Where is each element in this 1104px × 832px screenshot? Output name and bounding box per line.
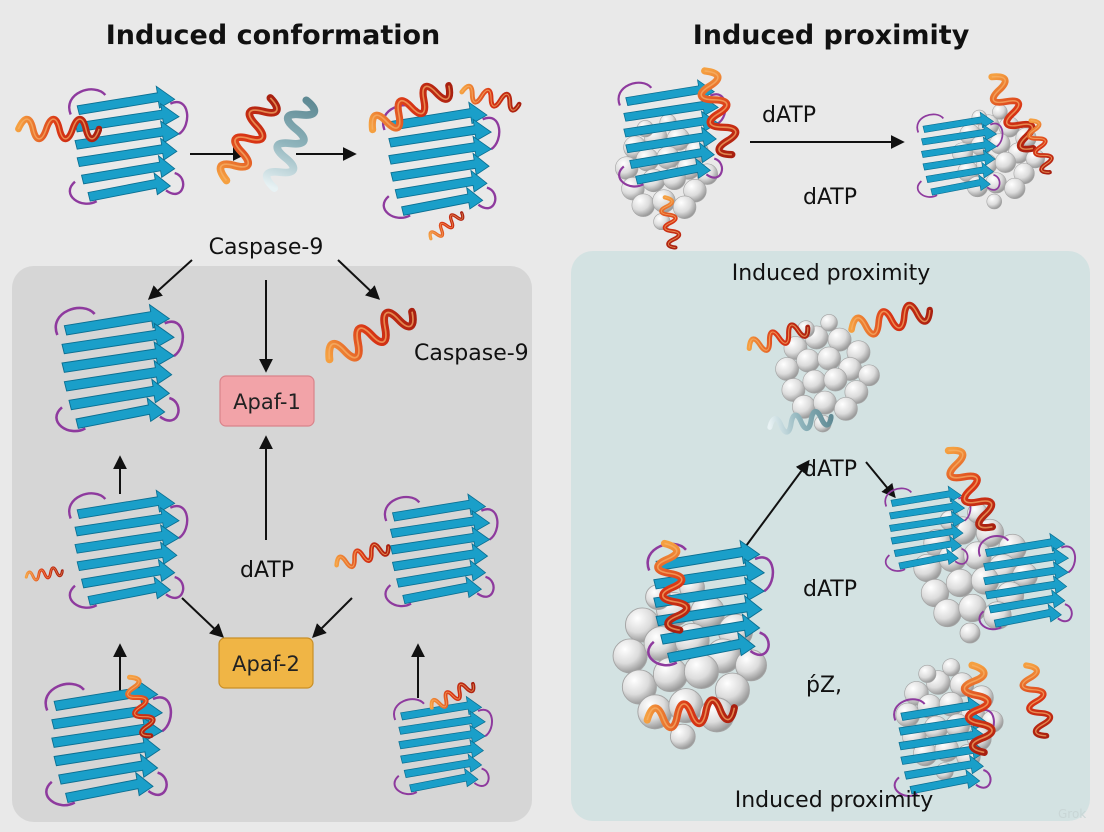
panel-right-bottom-label: Induced proximity [735, 788, 934, 813]
odd-glyph-label: ṕZ, [806, 673, 842, 698]
protein-top-right-2 [916, 72, 1056, 210]
datp-label-left-panel: dATP [240, 558, 294, 583]
protein-top-right-left-half [367, 76, 521, 242]
arrow-right-panel-up [745, 459, 810, 547]
apaf2-label: Apaf-2 [232, 652, 300, 676]
arrow-mid-left-apaf2 [181, 597, 225, 638]
datp-label-right-arrow: dATP [803, 457, 857, 482]
arrow-caspase-right [337, 259, 381, 300]
apaf1-label: Apaf-1 [233, 390, 301, 414]
datp-label-right-mid: dATP [803, 577, 857, 602]
protein-top-middle [216, 93, 317, 192]
arrow-mid-right-apaf2 [312, 597, 353, 638]
protein-top-right-1 [615, 68, 742, 249]
arrow-right-panel-down [865, 461, 896, 499]
watermark: Grok [1058, 807, 1086, 821]
datp-label-top-below: dATP [803, 185, 857, 210]
left-title: Induced conformation [106, 20, 441, 51]
apaf1-box [219, 375, 315, 427]
right-title: Induced proximity [693, 20, 970, 51]
panel-right-top-label: Induced proximity [732, 261, 931, 286]
caspase-label-top: Caspase-9 [209, 235, 324, 260]
protein-top-left [18, 85, 189, 205]
datp-label-top-arrow: dATP [762, 103, 816, 128]
caspase-label-right: Caspase-9 [414, 341, 529, 366]
apaf2-box [218, 637, 314, 689]
arrow-caspase-left [147, 259, 193, 300]
